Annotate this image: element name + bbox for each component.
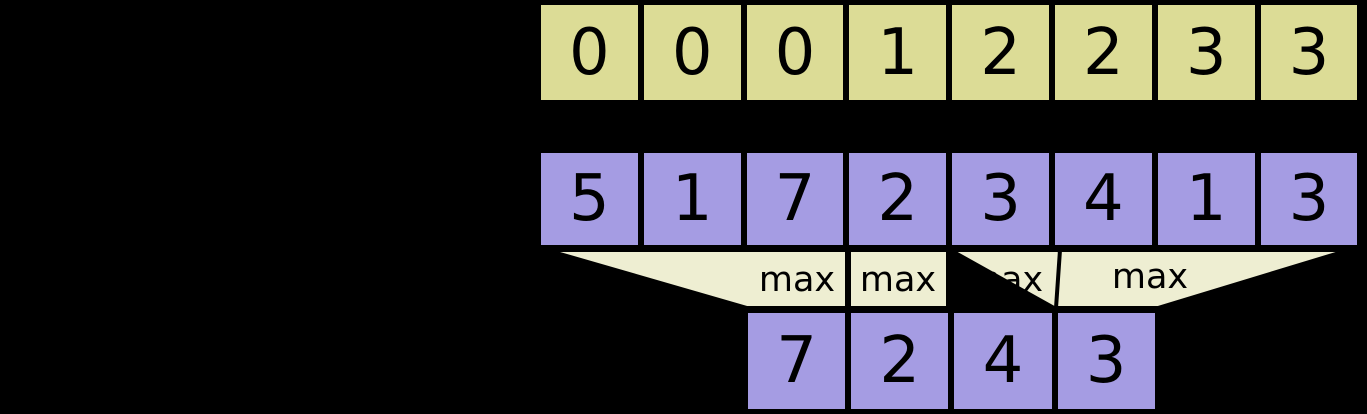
bin-index-cell: 1 <box>846 2 950 103</box>
input-value-cell: 4 <box>1051 150 1155 248</box>
pooling-region-shape-1 <box>847 248 950 310</box>
pooling-region-label-0: max <box>759 260 835 300</box>
input-values-row: 5 1 7 2 3 4 1 3 <box>538 150 1361 248</box>
bin-index-cell: 3 <box>1257 2 1361 103</box>
bin-index-row: 0 0 0 1 2 2 3 3 <box>538 2 1361 103</box>
input-value-cell: 3 <box>1257 150 1361 248</box>
output-value-cell: 4 <box>951 310 1055 412</box>
pooled-output-row: 7 2 4 3 <box>745 310 1158 412</box>
output-value-cell: 3 <box>1054 310 1158 412</box>
input-value-cell: 3 <box>949 150 1052 248</box>
output-value-cell: 2 <box>848 310 952 412</box>
input-value-cell: 2 <box>846 150 950 248</box>
pooling-regions-layer: max max max max <box>0 246 1367 312</box>
pooling-region-shape-3 <box>1053 248 1350 310</box>
pooling-region-label-1: max <box>860 260 936 300</box>
bin-index-cell: 0 <box>538 2 641 103</box>
input-value-cell: 5 <box>538 150 641 248</box>
bin-index-cell: 2 <box>1051 2 1155 103</box>
bin-index-cell: 2 <box>949 2 1052 103</box>
pooling-region-label-2: max <box>967 260 1043 300</box>
bin-index-cell: 0 <box>743 2 847 103</box>
pooling-region-label-3: max <box>1112 257 1188 297</box>
bin-index-cell: 3 <box>1154 2 1258 103</box>
input-value-cell: 1 <box>1154 150 1258 248</box>
input-value-cell: 7 <box>743 150 847 248</box>
output-value-cell: 7 <box>745 310 849 412</box>
bin-index-cell: 0 <box>640 2 744 103</box>
input-value-cell: 1 <box>640 150 744 248</box>
